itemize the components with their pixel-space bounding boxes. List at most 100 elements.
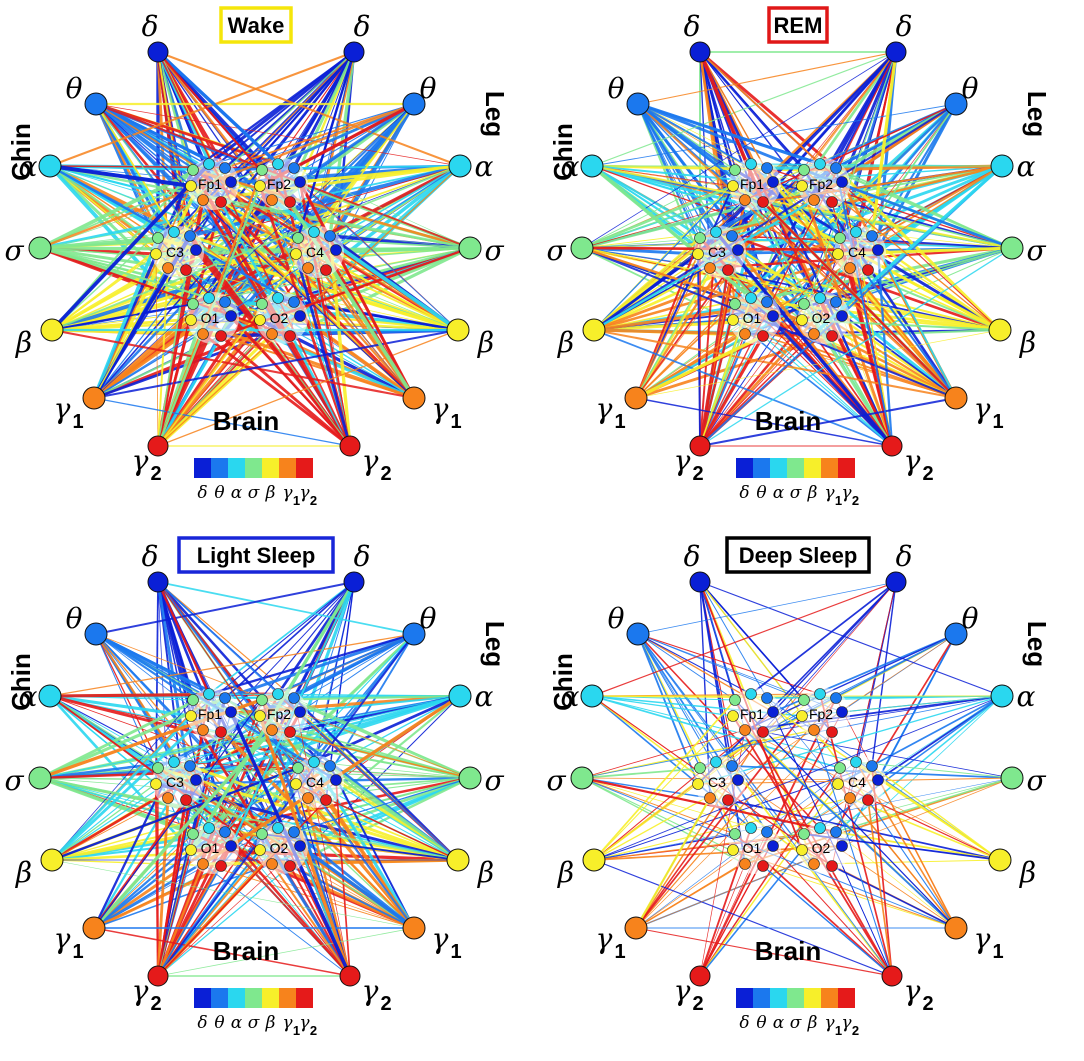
electrode-dot-alpha — [308, 756, 320, 768]
network-edge — [156, 163, 211, 447]
electrode-dot-theta — [219, 692, 231, 704]
electrode-o2: O2 — [254, 822, 308, 874]
electrode-dot-alpha — [203, 158, 215, 170]
chin-node-theta — [84, 92, 108, 116]
electrode-fp1: Fp1 — [727, 158, 781, 210]
network-edge — [849, 797, 1001, 861]
electrode-dot-gamma2 — [320, 794, 332, 806]
colorbar-label: δ — [197, 1013, 207, 1033]
chin-band-label-gamma2: γ — [132, 444, 149, 477]
network-edge — [271, 729, 471, 779]
electrode-dot-sigma — [694, 232, 706, 244]
network-edge — [871, 765, 1001, 861]
colorbar-label-subscript: 1 — [835, 1023, 842, 1038]
electrode-dot-alpha — [272, 292, 284, 304]
network-edge — [294, 253, 352, 447]
panel-title: REM — [774, 13, 823, 38]
network-edge — [95, 581, 355, 635]
chin-band-label-sigma: σ — [4, 234, 24, 267]
network-edge — [208, 693, 461, 697]
network-edge — [593, 328, 957, 400]
network-edge — [591, 103, 957, 167]
electrode-o1: O1 — [185, 292, 239, 344]
network-edge — [157, 51, 461, 167]
electrode-dot-beta — [832, 778, 844, 790]
colorbar-swatch-alpha — [228, 988, 245, 1008]
electrode-dot-theta — [726, 230, 738, 242]
electrode-dot-alpha — [814, 688, 826, 700]
electrode-dot-beta — [692, 778, 704, 790]
network-edge — [295, 783, 351, 977]
network-edge — [157, 927, 415, 977]
electrode-dot-delta — [225, 840, 237, 852]
colorbar-label: γ — [282, 483, 293, 503]
electrode-fp2: Fp2 — [254, 688, 308, 740]
network-edge — [192, 247, 471, 305]
network-edge — [635, 185, 734, 399]
electrode-c3: C3 — [150, 756, 204, 808]
network-edge — [277, 102, 415, 166]
electrode-dot-gamma1 — [739, 724, 751, 736]
leg-band-label-delta: δ — [354, 10, 371, 43]
electrode-label: C4 — [848, 244, 866, 260]
chin-band-label-delta: δ — [142, 10, 159, 43]
chin-band-label-alpha: α — [19, 680, 38, 713]
electrode-label: O1 — [201, 310, 220, 326]
electrode-dot-theta — [288, 296, 300, 308]
network-edge — [93, 103, 415, 399]
leg-band-label-sigma: σ — [1026, 234, 1046, 267]
electrode-dot-delta — [767, 840, 779, 852]
electrode-dot-alpha — [710, 226, 722, 238]
electrode-dot-gamma1 — [844, 262, 856, 274]
colorbar-label: δ — [739, 483, 749, 503]
leg-node-delta — [885, 41, 907, 63]
electrode-dot-gamma1 — [162, 792, 174, 804]
electrode-dot-alpha — [168, 756, 180, 768]
network-edge — [591, 695, 841, 769]
network-edge — [699, 247, 1013, 447]
electrode-dot-sigma — [256, 164, 268, 176]
chin-band-label-alpha: α — [561, 680, 580, 713]
electrode-dot-beta — [832, 248, 844, 260]
chin-node-gamma1 — [624, 916, 648, 940]
electrode-dot-alpha — [745, 688, 757, 700]
electrode-dot-beta — [254, 314, 266, 326]
electrode-dot-alpha — [203, 292, 215, 304]
panel-title-box — [219, 6, 293, 44]
leg-node-theta — [944, 622, 968, 646]
electrode-dot-alpha — [814, 822, 826, 834]
network-edge — [831, 865, 957, 929]
electrode-dot-sigma — [798, 298, 810, 310]
electrode-label: Fp1 — [198, 706, 222, 722]
network-edge — [699, 581, 1003, 697]
chin-band-label-gamma1: γ — [596, 392, 613, 425]
chin-band-label-beta: β — [15, 326, 32, 359]
network-edge — [157, 581, 459, 861]
electrode-dot-gamma2 — [320, 264, 332, 276]
electrode-dot-alpha — [745, 158, 757, 170]
electrode-dot-theta — [324, 760, 336, 772]
chin-band-label-theta: θ — [66, 602, 83, 635]
network-edge — [581, 169, 736, 249]
network-edge — [95, 103, 192, 187]
network-edge — [581, 231, 717, 249]
electrode-dot-gamma2 — [215, 860, 227, 872]
network-edge — [156, 581, 211, 695]
network-edge — [813, 633, 957, 865]
network-edge — [744, 729, 957, 929]
leg-band-subscript-gamma1: 1 — [992, 941, 1003, 963]
network-edge — [157, 581, 415, 929]
leg-band-label-theta: θ — [962, 602, 979, 635]
leg-band-label-alpha: α — [1017, 680, 1036, 713]
network-edge — [157, 865, 291, 977]
leg-band-label-sigma: σ — [1026, 764, 1046, 797]
electrode-dot-theta — [184, 760, 196, 772]
side-label-leg: Leg — [1022, 621, 1052, 667]
chin-band-subscript-gamma1: 1 — [72, 941, 83, 963]
network-edge — [208, 632, 415, 696]
electrode-dot-sigma — [729, 828, 741, 840]
electrode-dot-gamma1 — [704, 262, 716, 274]
side-label-leg: Leg — [480, 91, 510, 137]
network-edge — [635, 799, 729, 929]
